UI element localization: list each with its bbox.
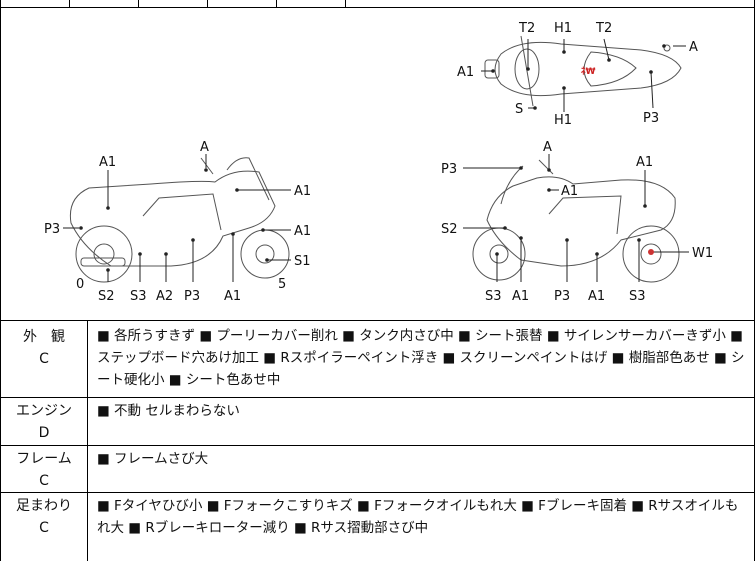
label-left-a1-right-upper: A1: [294, 184, 311, 199]
label-top-a1: A1: [457, 65, 474, 80]
row-suspension-category: 足まわり: [16, 498, 72, 514]
row-engine-head: エンジン D: [1, 398, 87, 444]
damage-diagram: ﾈ₩ T2 H1 T2 A A1 S H1 P3 A A1 A1 P3 A1 S…: [1, 8, 754, 321]
row-frame-text: ■ フレームさび大: [97, 451, 209, 467]
label-top-p3: P3: [643, 111, 659, 126]
label-top-h1-upper: H1: [554, 21, 572, 36]
row-engine-category: エンジン: [16, 403, 72, 419]
label-left-p3: P3: [44, 222, 60, 237]
label-left-s3: S3: [130, 289, 147, 304]
label-left-p3-bottom: P3: [184, 289, 200, 304]
label-left-a1-bottom: A1: [224, 289, 241, 304]
label-left-0: 0: [76, 277, 84, 292]
label-right-p3-bottom: P3: [554, 289, 570, 304]
label-right-a1-top: A1: [636, 155, 653, 170]
label-left-a1-top: A1: [99, 155, 116, 170]
label-top-t2-right: T2: [595, 21, 612, 36]
label-left-5: 5: [278, 277, 286, 292]
row-frame-grade: C: [39, 473, 49, 489]
label-left-a1-right-lower: A1: [294, 224, 311, 239]
row-suspension-grade: C: [39, 520, 49, 536]
label-right-w1: W1: [692, 246, 713, 261]
right-view-labels: A P3 A1 A1 S2 W1 S3 A1 P3 A1 S3: [441, 140, 713, 304]
row-frame-category: フレーム: [16, 451, 72, 467]
row-engine: エンジン D ■ 不動 セルまわらない: [1, 398, 754, 446]
label-right-p3-top: P3: [441, 162, 457, 177]
row-engine-text: ■ 不動 セルまわらない: [97, 403, 240, 419]
scooter-diagram-svg: ﾈ₩ T2 H1 T2 A A1 S H1 P3 A A1 A1 P3 A1 S…: [44, 21, 713, 304]
row-engine-grade: D: [38, 425, 50, 441]
row-suspension-text: ■ Fタイヤひび小 ■ Fフォークこすりキズ ■ Fフォークオイルもれ大 ■ F…: [97, 498, 739, 536]
label-top-h1-lower: H1: [554, 113, 572, 128]
svg-text:ﾈ₩: ﾈ₩: [581, 66, 596, 77]
top-table-strip: [1, 0, 754, 8]
row-exterior-category: 外 観: [23, 329, 65, 345]
label-right-a: A: [543, 140, 552, 155]
label-right-a1-bottom-rear: A1: [588, 289, 605, 304]
row-exterior: 外 観 C ■ 各所うすきず ■ プーリーカバー削れ ■ タンク内さび中 ■ シ…: [1, 320, 754, 398]
row-exterior-text: ■ 各所うすきず ■ プーリーカバー削れ ■ タンク内さび中 ■ シート張替 ■…: [97, 328, 745, 388]
column-divider: [87, 320, 88, 561]
label-top-t2-left: T2: [518, 21, 535, 36]
label-top-s: S: [515, 102, 523, 117]
left-view-labels: A A1 A1 P3 A1 S1 0 5 S2 S3 A2 P3 A1: [44, 140, 311, 304]
row-exterior-head: 外 観 C: [1, 320, 87, 370]
label-right-s3-rear: S3: [629, 289, 646, 304]
row-frame-head: フレーム C: [1, 446, 87, 492]
label-top-a: A: [689, 40, 698, 55]
row-suspension: 足まわり C ■ Fタイヤひび小 ■ Fフォークこすりキズ ■ Fフォークオイル…: [1, 493, 754, 561]
label-left-s1: S1: [294, 254, 311, 269]
label-right-s2: S2: [441, 222, 458, 237]
label-left-a2: A2: [156, 289, 173, 304]
row-frame: フレーム C ■ フレームさび大: [1, 446, 754, 493]
label-right-a1-bottom-front: A1: [512, 289, 529, 304]
top-view-scooter: [484, 35, 682, 107]
w1-marker: [648, 249, 654, 255]
label-right-a1-mid: A1: [561, 184, 578, 199]
row-exterior-grade: C: [39, 351, 49, 367]
label-left-a: A: [200, 140, 209, 155]
label-left-s2: S2: [98, 289, 115, 304]
right-view-scooter: [472, 159, 680, 283]
label-right-s3-front: S3: [485, 289, 502, 304]
left-view-scooter: [69, 157, 290, 283]
top-view-labels: T2 H1 T2 A A1 S H1 P3: [457, 21, 698, 128]
row-suspension-head: 足まわり C: [1, 493, 87, 539]
